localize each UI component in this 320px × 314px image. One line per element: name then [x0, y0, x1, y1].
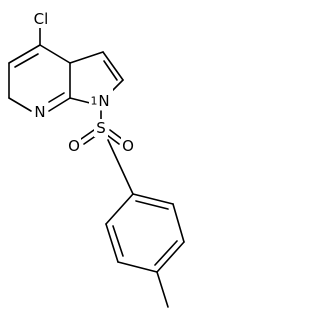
label-pyridine-nitrogen: N [32, 103, 48, 121]
pyridine-nitrogen-label: N [34, 103, 45, 121]
pyrrole-nitrogen-label: N [98, 92, 109, 110]
bond-c3-c2 [102, 51, 124, 81]
tolyl-ring [105, 193, 185, 273]
sulfur-label: S [96, 119, 106, 137]
bond-c3-c2-inner [103, 60, 118, 81]
label-oxygen-right: O [121, 137, 135, 155]
label-pyrrole-nitrogen: N 1 [89, 88, 113, 110]
bond-c4-c5 [156, 241, 185, 273]
pyridine-ring [8, 44, 71, 112]
bond-c6-n7 [8, 97, 32, 112]
structure-diagram: Cl N N 1 S O O [8, 10, 185, 308]
label-chlorine: Cl [30, 10, 52, 28]
bond-s-o-right-a [106, 134, 120, 145]
bond-c2-c3 [105, 223, 119, 263]
bond-c4-methyl [156, 271, 169, 308]
bond-n1-c7a [69, 97, 91, 104]
bond-n7-c7a [48, 97, 71, 112]
label-sulfur: S [94, 119, 108, 137]
bond-c4a-c3 [69, 51, 104, 64]
nitrogen-locant: 1 [91, 95, 98, 108]
bond-c1-c6-inner [135, 200, 169, 210]
bond-s-c1prime [107, 139, 134, 195]
chlorine-label: Cl [34, 10, 49, 28]
bond-c2-c3-inner [112, 225, 124, 257]
bond-c3-c4 [117, 261, 158, 273]
bond-c5-c6 [172, 203, 185, 243]
label-oxygen-left: O [67, 137, 81, 155]
bond-c1-c6 [132, 193, 174, 205]
bond-s-o-right-b [109, 129, 123, 140]
bond-c1-c2 [105, 193, 134, 225]
bond-c4-c5-inner [154, 240, 178, 266]
bond-c4-c5 [8, 44, 41, 64]
oxygen-right-label: O [122, 137, 134, 155]
oxygen-left-label: O [68, 137, 80, 155]
bond-c4-c4a [39, 44, 71, 64]
bond-n7-c7a-inner [48, 92, 65, 103]
bond-s-o-left-a [80, 129, 95, 140]
pyrrole-ring [69, 51, 124, 104]
bond-c4-c5-inner [14, 53, 39, 68]
